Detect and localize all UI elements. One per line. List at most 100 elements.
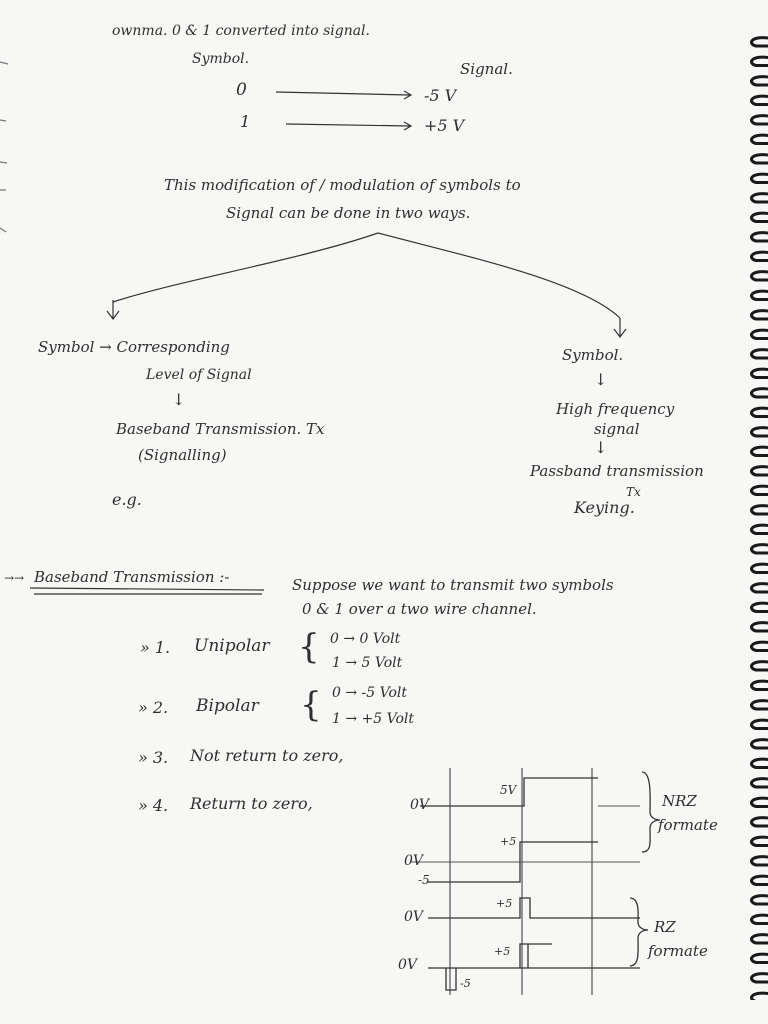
heading-converted: ownma. 0 & 1 converted into signal.	[112, 23, 370, 39]
item-4-number: » 4.	[138, 796, 169, 815]
nrz-item-label: Not return to zero,	[190, 746, 344, 765]
spiral-ring	[750, 348, 768, 360]
spiral-ring	[750, 309, 768, 321]
spiral-ring	[750, 250, 768, 262]
spiral-ring	[750, 133, 768, 145]
item-2-number: » 2.	[138, 698, 169, 717]
wave-ov-2: 0V	[404, 853, 424, 869]
signal-label: signal	[594, 420, 640, 438]
right-branch-arrow1: ↓	[594, 370, 608, 389]
spiral-ring	[750, 484, 768, 496]
spiral-ring	[750, 192, 768, 204]
signalling-label: (Signalling)	[138, 446, 227, 464]
spiral-ring	[750, 55, 768, 67]
wave-ov-3: 0V	[404, 909, 424, 925]
spiral-ring	[750, 796, 768, 808]
signal-plus5: +5 V	[424, 116, 465, 135]
baseband-desc1: Suppose we want to transmit two symbols	[292, 576, 614, 594]
unipolar-brace: {	[298, 627, 320, 667]
spiral-ring	[750, 543, 768, 555]
passband-transmission-label: Passband transmission	[530, 462, 704, 480]
wave-5v: 5V	[500, 783, 517, 797]
spiral-ring	[750, 465, 768, 477]
high-frequency-label: High frequency	[556, 400, 675, 418]
unipolar-0: 0 → 0 Volt	[330, 631, 401, 647]
spiral-ring	[750, 679, 768, 691]
spiral-ring	[750, 835, 768, 847]
col-signal: Signal.	[460, 60, 513, 78]
tx-label: Tx	[626, 485, 641, 499]
spiral-ring	[750, 445, 768, 457]
spiral-ring	[750, 270, 768, 282]
modulation-line1: This modification of / modulation of sym…	[164, 176, 521, 194]
spiral-ring	[750, 874, 768, 886]
wave-ov-1: 0V	[410, 797, 430, 813]
item-1-number: » 1.	[140, 638, 171, 657]
spiral-ring	[750, 523, 768, 535]
signal-minus5: -5 V	[424, 86, 457, 105]
margin-ticks	[0, 61, 9, 233]
rz-item-label: Return to zero,	[190, 794, 313, 813]
spiral-ring	[750, 640, 768, 652]
wave-plus5-c: +5	[494, 945, 511, 958]
bipolar-0: 0 → -5 Volt	[332, 685, 407, 701]
spiral-ring	[750, 211, 768, 223]
spiral-ring	[750, 289, 768, 301]
baseband-transmission-label: Baseband Transmission. Tx	[116, 420, 325, 438]
right-branch-arrow2: ↓	[594, 438, 608, 457]
eg-label: e.g.	[112, 490, 142, 509]
spiral-ring	[750, 172, 768, 184]
spiral-ring	[750, 504, 768, 516]
keying-label: Keying.	[574, 498, 635, 517]
bipolar-label: Bipolar	[196, 696, 259, 716]
spiral-ring	[750, 94, 768, 106]
spiral-ring	[750, 36, 768, 48]
spiral-ring	[750, 621, 768, 633]
spiral-ring	[750, 894, 768, 906]
spiral-ring	[750, 991, 768, 1000]
symbol-0: 0	[236, 80, 247, 100]
nrz-formate-label: formate	[658, 816, 718, 834]
right-branch-symbol: Symbol.	[562, 346, 624, 364]
left-branch-line1: Symbol → Corresponding	[38, 338, 230, 356]
spiral-ring	[750, 660, 768, 672]
col-symbol: Symbol.	[192, 51, 250, 67]
spiral-ring	[750, 601, 768, 613]
rz-label: RZ	[654, 918, 676, 936]
spiral-ring	[750, 952, 768, 964]
spiral-ring	[750, 562, 768, 574]
spiral-ring	[750, 699, 768, 711]
bipolar-1: 1 → +5 Volt	[332, 711, 414, 727]
modulation-line2: Signal can be done in two ways.	[226, 204, 471, 222]
spiral-ring	[750, 582, 768, 594]
spiral-ring	[750, 367, 768, 379]
spiral-ring	[750, 387, 768, 399]
left-branch-line2: Level of Signal	[146, 367, 252, 383]
rz-formate-label: formate	[648, 942, 708, 960]
spiral-ring	[750, 328, 768, 340]
unipolar-1: 1 → 5 Volt	[332, 655, 403, 671]
spiral-ring	[750, 913, 768, 925]
left-branch-arrow: ↓	[172, 390, 186, 409]
spiral-ring	[750, 933, 768, 945]
wave-minus5-a: -5	[418, 873, 430, 887]
spiral-ring	[750, 757, 768, 769]
spiral-ring	[750, 406, 768, 418]
spiral-ring	[750, 426, 768, 438]
wave-plus5-a: +5	[500, 835, 517, 848]
spiral-ring	[750, 114, 768, 126]
spiral-ring	[750, 153, 768, 165]
spiral-ring	[750, 718, 768, 730]
nrz-label: NRZ	[662, 792, 697, 810]
symbol-1: 1	[240, 112, 251, 131]
spiral-ring	[750, 75, 768, 87]
wave-minus5-b: -5	[460, 977, 471, 990]
baseband-title: Baseband Transmission :-	[34, 568, 230, 586]
wave-ov-4: 0V	[398, 957, 418, 973]
spiral-ring	[750, 816, 768, 828]
wave-plus5-b: +5	[496, 897, 513, 910]
spiral-ring	[750, 738, 768, 750]
baseband-desc2: 0 & 1 over a two wire channel.	[302, 600, 537, 618]
